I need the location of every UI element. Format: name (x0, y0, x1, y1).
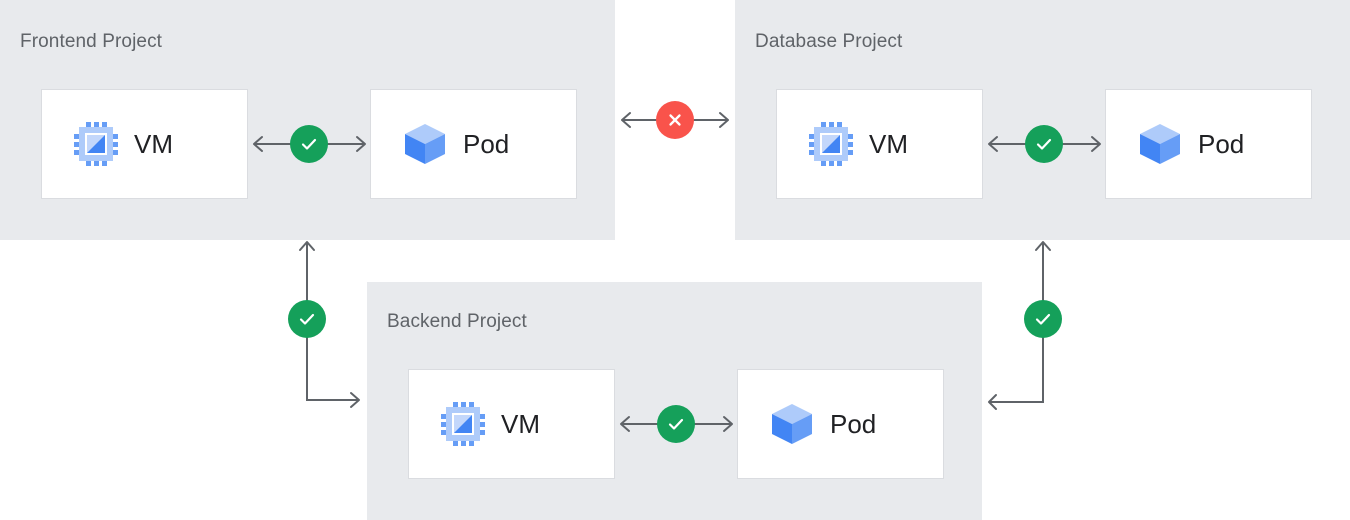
card-label-backend-pod: Pod (830, 409, 877, 439)
check-icon (665, 413, 687, 435)
check-icon (1033, 133, 1055, 155)
card-frontend-vm[interactable]: VM (41, 89, 248, 199)
card-database-vm[interactable]: VM (776, 89, 983, 199)
card-backend-vm[interactable]: VM (408, 369, 615, 479)
vm-chip-icon (72, 120, 120, 168)
cross-icon (665, 110, 685, 130)
pod-cube-icon (768, 400, 816, 448)
status-badge-frontend-internal[interactable] (290, 125, 328, 163)
vm-chip-icon (807, 120, 855, 168)
status-badge-backend-internal[interactable] (657, 405, 695, 443)
card-label-backend-vm: VM (501, 409, 540, 439)
status-badge-frontend-to-backend[interactable] (288, 300, 326, 338)
card-label-database-pod: Pod (1198, 129, 1245, 159)
connector-database-to-backend (975, 232, 1060, 412)
card-database-pod[interactable]: Pod (1105, 89, 1312, 199)
check-icon (298, 133, 320, 155)
pod-cube-icon (1136, 120, 1184, 168)
panel-title-frontend: Frontend Project (20, 31, 163, 52)
check-icon (296, 308, 318, 330)
card-label-database-vm: VM (869, 129, 908, 159)
panel-title-backend: Backend Project (387, 311, 527, 332)
connector-frontend-to-backend (290, 232, 375, 412)
card-label-frontend-pod: Pod (463, 129, 510, 159)
check-icon (1032, 308, 1054, 330)
card-frontend-pod[interactable]: Pod (370, 89, 577, 199)
vm-chip-icon (439, 400, 487, 448)
status-badge-frontend-to-database[interactable] (656, 101, 694, 139)
panel-title-database: Database Project (755, 31, 903, 52)
pod-cube-icon (401, 120, 449, 168)
card-label-frontend-vm: VM (134, 129, 173, 159)
status-badge-database-to-backend[interactable] (1024, 300, 1062, 338)
status-badge-database-internal[interactable] (1025, 125, 1063, 163)
card-backend-pod[interactable]: Pod (737, 369, 944, 479)
